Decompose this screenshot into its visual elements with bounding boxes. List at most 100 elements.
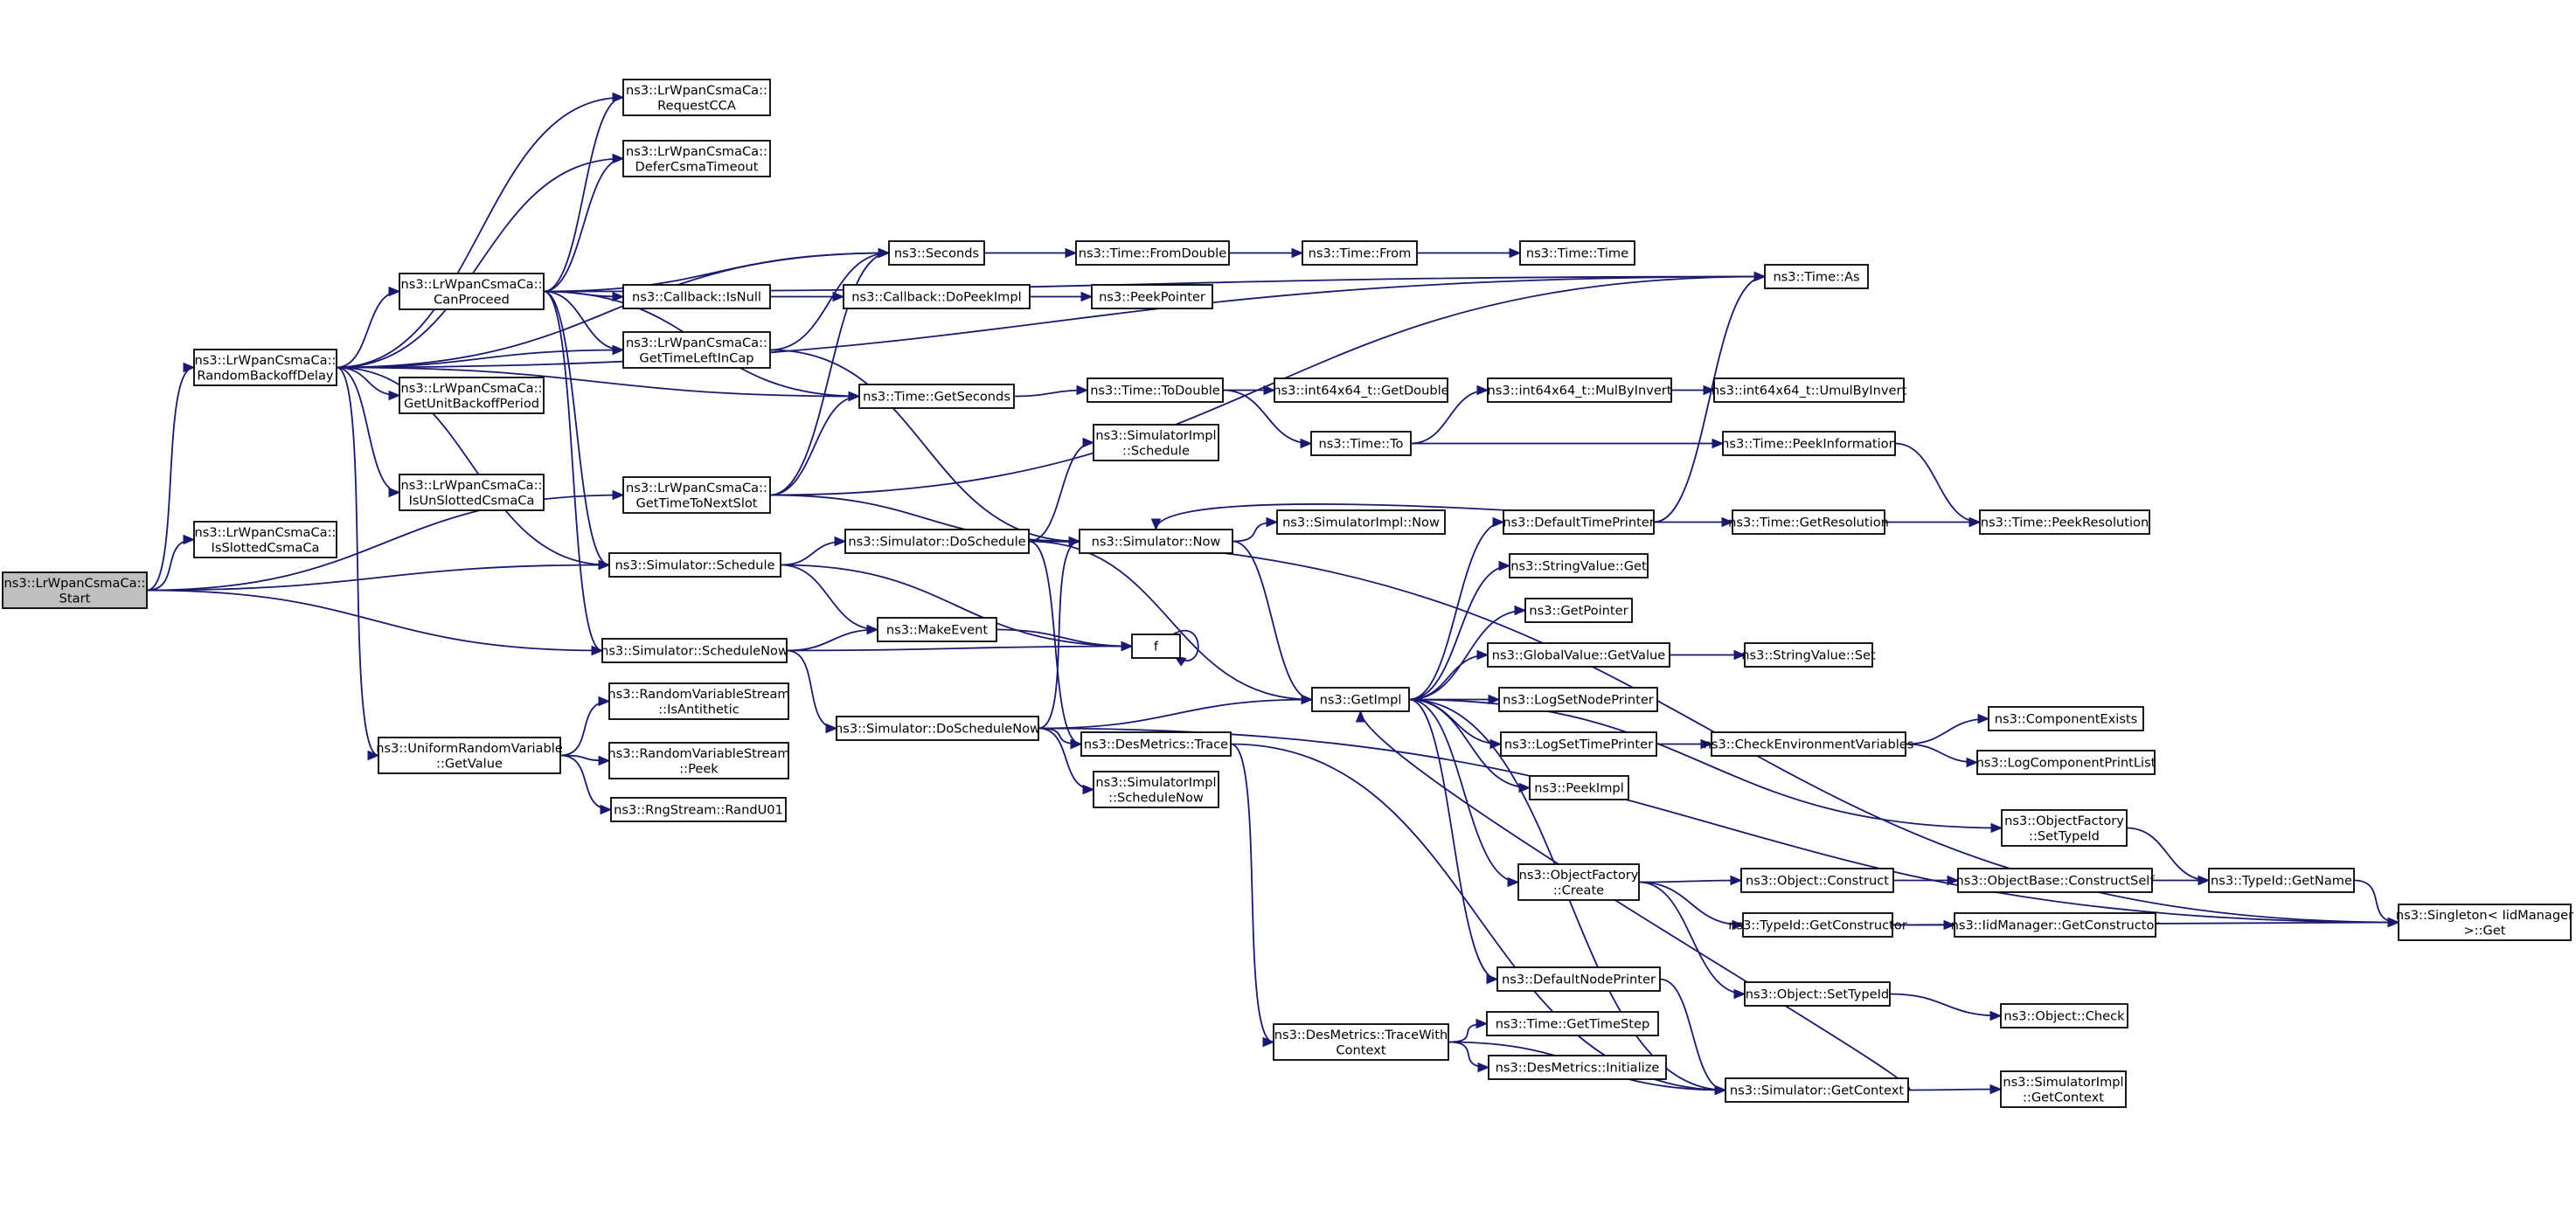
node-logsetnodeprinter[interactable]: ns3::LogSetNodePrinter	[1498, 687, 1658, 712]
edge-getimpl-to-defaulttimeprinter	[1408, 516, 1505, 701]
edge-rbd-to-uniform	[336, 366, 380, 761]
node-requestcca[interactable]: ns3::LrWpanCsmaCa::RequestCCA	[622, 79, 771, 116]
node-isantithetic[interactable]: ns3::RandomVariableStream::IsAntithetic	[608, 682, 790, 720]
node-getpointer[interactable]: ns3::GetPointer	[1524, 598, 1633, 623]
node-peekresolution[interactable]: ns3::Time::PeekResolution	[1979, 509, 2150, 535]
node-schedulenow[interactable]: ns3::Simulator::ScheduleNow	[601, 638, 788, 663]
node-isunslotted[interactable]: ns3::LrWpanCsmaCa::IsUnSlottedCsmaCa	[399, 474, 545, 511]
node-simimpl-schedule[interactable]: ns3::SimulatorImpl::Schedule	[1093, 424, 1219, 461]
node-randu01[interactable]: ns3::RngStream::RandU01	[610, 797, 787, 822]
node-gettimeleft[interactable]: ns3::LrWpanCsmaCa::GetTimeLeftInCap	[622, 331, 771, 369]
node-defaulttimeprinter[interactable]: ns3::DefaultTimePrinter	[1503, 509, 1655, 535]
edge-from-to-time_time	[1417, 247, 1522, 259]
node-peek[interactable]: ns3::RandomVariableStream::Peek	[608, 742, 790, 779]
node-todouble[interactable]: ns3::Time::ToDouble	[1087, 377, 1224, 403]
node-label: ns3::Time::PeekResolution	[1981, 516, 2149, 530]
node-typeid-getctor[interactable]: ns3::TypeId::GetConstructor	[1728, 912, 1907, 938]
node-getseconds[interactable]: ns3::Time::GetSeconds	[858, 384, 1015, 409]
node-time-as[interactable]: ns3::Time::As	[1764, 264, 1869, 289]
node-defer[interactable]: ns3::LrWpanCsmaCa::DeferCsmaTimeout	[622, 140, 771, 177]
node-simimpl-schedulenow[interactable]: ns3::SimulatorImpl::ScheduleNow	[1093, 771, 1219, 808]
edge-rbd-to-gettimeleft	[336, 344, 625, 369]
node-obj-settypeid[interactable]: ns3::Object::SetTypeId	[1744, 981, 1891, 1007]
node-checkenv[interactable]: ns3::CheckEnvironmentVariables	[1704, 731, 1914, 757]
node-peekimpl[interactable]: ns3::PeekImpl	[1529, 775, 1629, 800]
node-now[interactable]: ns3::Simulator::Now	[1079, 529, 1233, 554]
node-umulbyinvert[interactable]: ns3::int64x64_t::UmulByInvert	[1712, 377, 1907, 403]
node-box	[1487, 642, 1670, 668]
node-time-time[interactable]: ns3::Time::Time	[1519, 240, 1635, 266]
node-getcontext[interactable]: ns3::Simulator::GetContext	[1725, 1077, 1909, 1103]
node-schedule[interactable]: ns3::Simulator::Schedule	[608, 552, 781, 578]
edge-defaulttimeprinter-to-time_as	[1653, 271, 1767, 523]
node-label: ns3::int64x64_t::GetDouble	[1273, 384, 1448, 398]
node-rbd[interactable]: ns3::LrWpanCsmaCa::RandomBackoffDelay	[193, 349, 337, 386]
node-dopeekimpl[interactable]: ns3::Callback::DoPeekImpl	[843, 284, 1031, 309]
node-componentexists[interactable]: ns3::ComponentExists	[1988, 706, 2144, 731]
node-label: ns3::Time::GetResolution	[1728, 516, 1889, 530]
node-objfactory-create[interactable]: ns3::ObjectFactory::Create	[1517, 863, 1640, 901]
node-label: ns3::SimulatorImpl	[2003, 1075, 2123, 1090]
edge-todouble-to-to	[1222, 389, 1313, 449]
node-fromdouble[interactable]: ns3::Time::FromDouble	[1075, 240, 1230, 266]
node-obj-construct[interactable]: ns3::Object::Construct	[1740, 868, 1894, 893]
node-defaultnodeprinter[interactable]: ns3::DefaultNodePrinter	[1496, 966, 1661, 992]
node-seconds[interactable]: ns3::Seconds	[888, 240, 985, 266]
node-getresolution[interactable]: ns3::Time::GetResolution	[1728, 509, 1889, 535]
node-label: ::GetContext	[2023, 1090, 2104, 1105]
edge-tracewithctx-to-gettimestep	[1448, 1018, 1489, 1043]
node-getdouble[interactable]: ns3::int64x64_t::GetDouble	[1273, 377, 1449, 403]
node-label: ns3::LrWpanCsmaCa::	[195, 525, 337, 540]
node-f[interactable]: f	[1131, 634, 1181, 659]
edge-canproceed-to-requestcca	[543, 92, 625, 293]
node-start[interactable]: ns3::LrWpanCsmaCa::Start	[2, 571, 148, 609]
node-label: ns3::Time::GetSeconds	[863, 390, 1010, 405]
node-getimpl[interactable]: ns3::GetImpl	[1311, 687, 1410, 712]
node-label: ::ScheduleNow	[1108, 790, 1204, 805]
node-simimpl-getcontext[interactable]: ns3::SimulatorImpl::GetContext	[2000, 1070, 2127, 1108]
node-from[interactable]: ns3::Time::From	[1302, 240, 1418, 266]
node-to[interactable]: ns3::Time::To	[1310, 431, 1412, 456]
node-gettimestep[interactable]: ns3::Time::GetTimeStep	[1486, 1011, 1659, 1036]
node-destrace[interactable]: ns3::DesMetrics::Trace	[1080, 731, 1232, 757]
node-label: ns3::Simulator::DoScheduleNow	[835, 722, 1040, 737]
node-isnull[interactable]: ns3::Callback::IsNull	[622, 284, 771, 309]
node-label: ns3::LrWpanCsmaCa::	[401, 478, 543, 493]
edge-doschedule-to-getimpl	[1028, 540, 1314, 705]
node-iidmgr-getctor[interactable]: ns3::IidManager::GetConstructor	[1951, 912, 2160, 938]
node-gettimetonext[interactable]: ns3::LrWpanCsmaCa::GetTimeToNextSlot	[622, 476, 771, 514]
node-label: ns3::Callback::DoPeekImpl	[851, 290, 1021, 305]
edge-getimpl-to-defaultnodeprinter	[1408, 698, 1499, 985]
node-desinit[interactable]: ns3::DesMetrics::Initialize	[1488, 1055, 1667, 1080]
node-label: Context	[1336, 1042, 1385, 1057]
node-box	[1302, 240, 1418, 266]
node-mulbyinvert[interactable]: ns3::int64x64_t::MulByInvert	[1487, 377, 1672, 403]
node-logsettimeprinter[interactable]: ns3::LogSetTimePrinter	[1500, 731, 1657, 757]
node-objfactory-settypeid[interactable]: ns3::ObjectFactory::SetTypeId	[2001, 809, 2128, 847]
node-peekpointer[interactable]: ns3::PeekPointer	[1091, 284, 1213, 309]
node-constructself[interactable]: ns3::ObjectBase::ConstructSelf	[1956, 868, 2156, 893]
node-label: ::IsAntithetic	[658, 702, 739, 717]
edge-doschedule-to-simimpl_schedule	[1028, 437, 1095, 543]
node-isslotted[interactable]: ns3::LrWpanCsmaCa::IsSlottedCsmaCa	[193, 521, 337, 558]
node-peekinformation[interactable]: ns3::Time::PeekInformation	[1721, 431, 1897, 456]
node-globalvalue-get[interactable]: ns3::GlobalValue::GetValue	[1487, 642, 1670, 668]
node-singleton-get[interactable]: ns3::Singleton< IidManager >::Get	[2396, 904, 2573, 941]
node-uniform[interactable]: ns3::UniformRandomVariable::GetValue	[376, 737, 563, 774]
node-obj-check[interactable]: ns3::Object::Check	[2000, 1003, 2128, 1028]
edge-uniform-to-peek	[559, 754, 611, 766]
node-simimpl-now[interactable]: ns3::SimulatorImpl::Now	[1276, 509, 1446, 535]
node-canproceed[interactable]: ns3::LrWpanCsmaCa::CanProceed	[399, 273, 545, 310]
node-getunit[interactable]: ns3::LrWpanCsmaCa::GetUnitBackoffPeriod	[399, 377, 545, 414]
node-box	[1976, 750, 2156, 775]
node-stringvalue-set[interactable]: ns3::StringValue::Set	[1741, 642, 1876, 668]
edge-getresolution-to-peekresolution	[1884, 516, 1982, 528]
node-doschedule[interactable]: ns3::Simulator::DoSchedule	[844, 529, 1030, 554]
node-typeid-getname[interactable]: ns3::TypeId::GetName	[2208, 868, 2355, 893]
node-makeevent[interactable]: ns3::MakeEvent	[877, 617, 997, 642]
node-doschedulenow[interactable]: ns3::Simulator::DoScheduleNow	[835, 716, 1040, 741]
node-label: ns3::LrWpanCsmaCa::	[626, 144, 767, 159]
node-stringvalue-get[interactable]: ns3::StringValue::Get	[1509, 553, 1649, 578]
node-logcompprintlist[interactable]: ns3::LogComponentPrintList	[1976, 750, 2156, 775]
